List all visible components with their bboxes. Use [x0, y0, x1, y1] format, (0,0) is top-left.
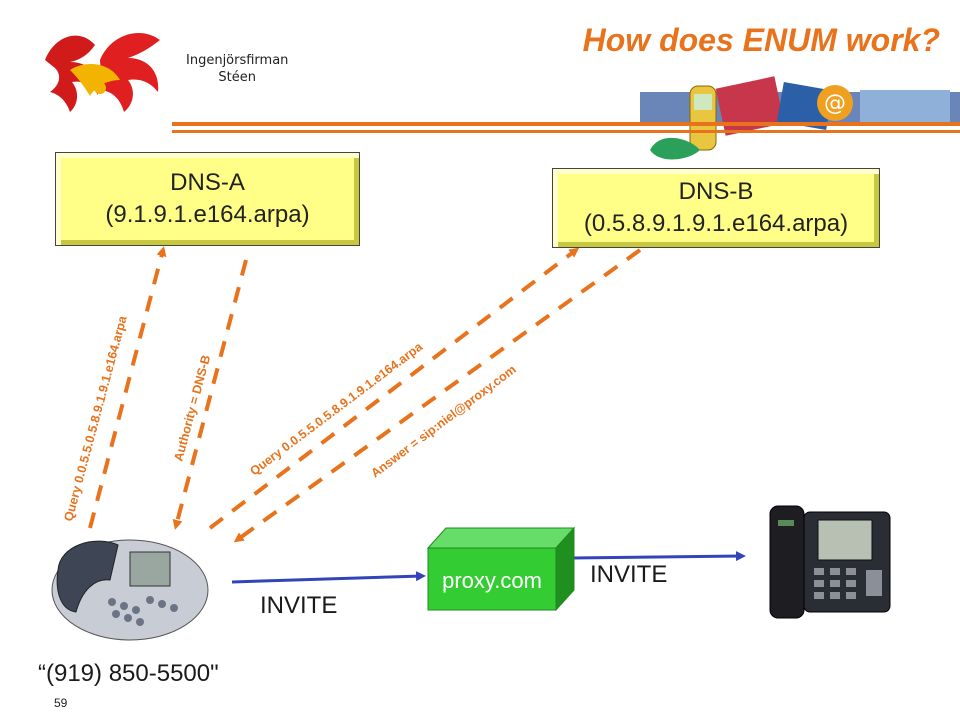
- dns-a-name: DNS-A: [170, 169, 245, 196]
- company-name: Ingenjörsfirman Stéen: [186, 52, 288, 86]
- dns-a-zone: (9.1.9.1.e164.arpa): [105, 201, 310, 228]
- query-a-arrow: [88, 246, 167, 529]
- query-b-arrow: [208, 247, 580, 530]
- header-rule: [172, 122, 960, 126]
- authority-arrow: [172, 259, 248, 530]
- dns-b-name: DNS-B: [678, 178, 754, 205]
- answer-arrow: [233, 248, 642, 543]
- proxy-label: proxy.com: [442, 568, 542, 593]
- invite-label-1: INVITE: [260, 592, 338, 619]
- dns-b-zone: (0.5.8.9.1.9.1.e164.arpa): [583, 210, 849, 237]
- phoenix-logo: [45, 32, 160, 112]
- invite-arrow-1: [231, 571, 426, 584]
- svg-text:@: @: [824, 91, 846, 116]
- callee-phone-icon: [769, 505, 891, 619]
- answer-label: Answer = sip:niel@proxy.com: [368, 362, 518, 480]
- invite-arrow-2: [571, 551, 746, 562]
- slide-title: How does ENUM work?: [582, 22, 940, 58]
- dns-b-box: DNS-B (0.5.8.9.1.9.1.e164.arpa): [552, 168, 880, 248]
- caller-number: “(919) 850-5500": [38, 660, 219, 687]
- page-number: 59: [54, 696, 68, 710]
- company-line-1: Ingenjörsfirman: [186, 53, 289, 68]
- proxy-node: proxy.com: [426, 526, 576, 612]
- caller-phone-icon: [51, 539, 209, 641]
- company-line-2: Stéen: [218, 70, 256, 85]
- invite-label-2: INVITE: [590, 561, 668, 588]
- header-rule-2: [172, 130, 960, 133]
- dns-a-box: DNS-A (9.1.9.1.e164.arpa): [55, 152, 360, 246]
- collage-image: @: [640, 76, 960, 160]
